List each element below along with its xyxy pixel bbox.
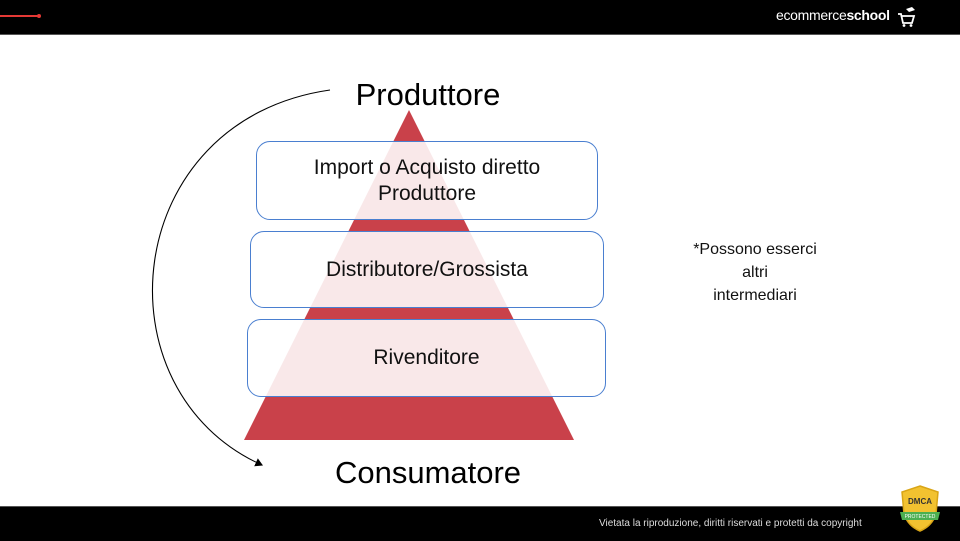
cart-icon [898, 7, 916, 27]
svg-text:DMCA: DMCA [908, 497, 932, 506]
progress-dot [37, 14, 41, 18]
level-distributor: Distributore/Grossista [250, 231, 604, 308]
consumer-label: Consumatore [334, 455, 522, 490]
progress-line [0, 15, 38, 17]
copyright-text: Vietata la riproduzione, diritti riserva… [599, 518, 862, 529]
level-text: Produttore [377, 181, 477, 205]
level-text: Rivenditore [373, 346, 480, 369]
dmca-badge-icon: DMCA PROTECTED [900, 485, 940, 532]
flow-arrow [152, 89, 331, 467]
footer-bar: Vietata la riproduzione, diritti riserva… [0, 506, 960, 541]
level-text: Distributore/Grossista [326, 257, 528, 281]
producer-label: Produttore [355, 77, 501, 112]
level-retailer: Rivenditore [247, 319, 606, 397]
svg-text:PROTECTED: PROTECTED [905, 514, 936, 520]
brand-logo: ecommerceschool [776, 7, 890, 23]
level-text: Import o Acquisto diretto [313, 155, 541, 179]
top-bar: ecommerceschool [0, 0, 960, 35]
